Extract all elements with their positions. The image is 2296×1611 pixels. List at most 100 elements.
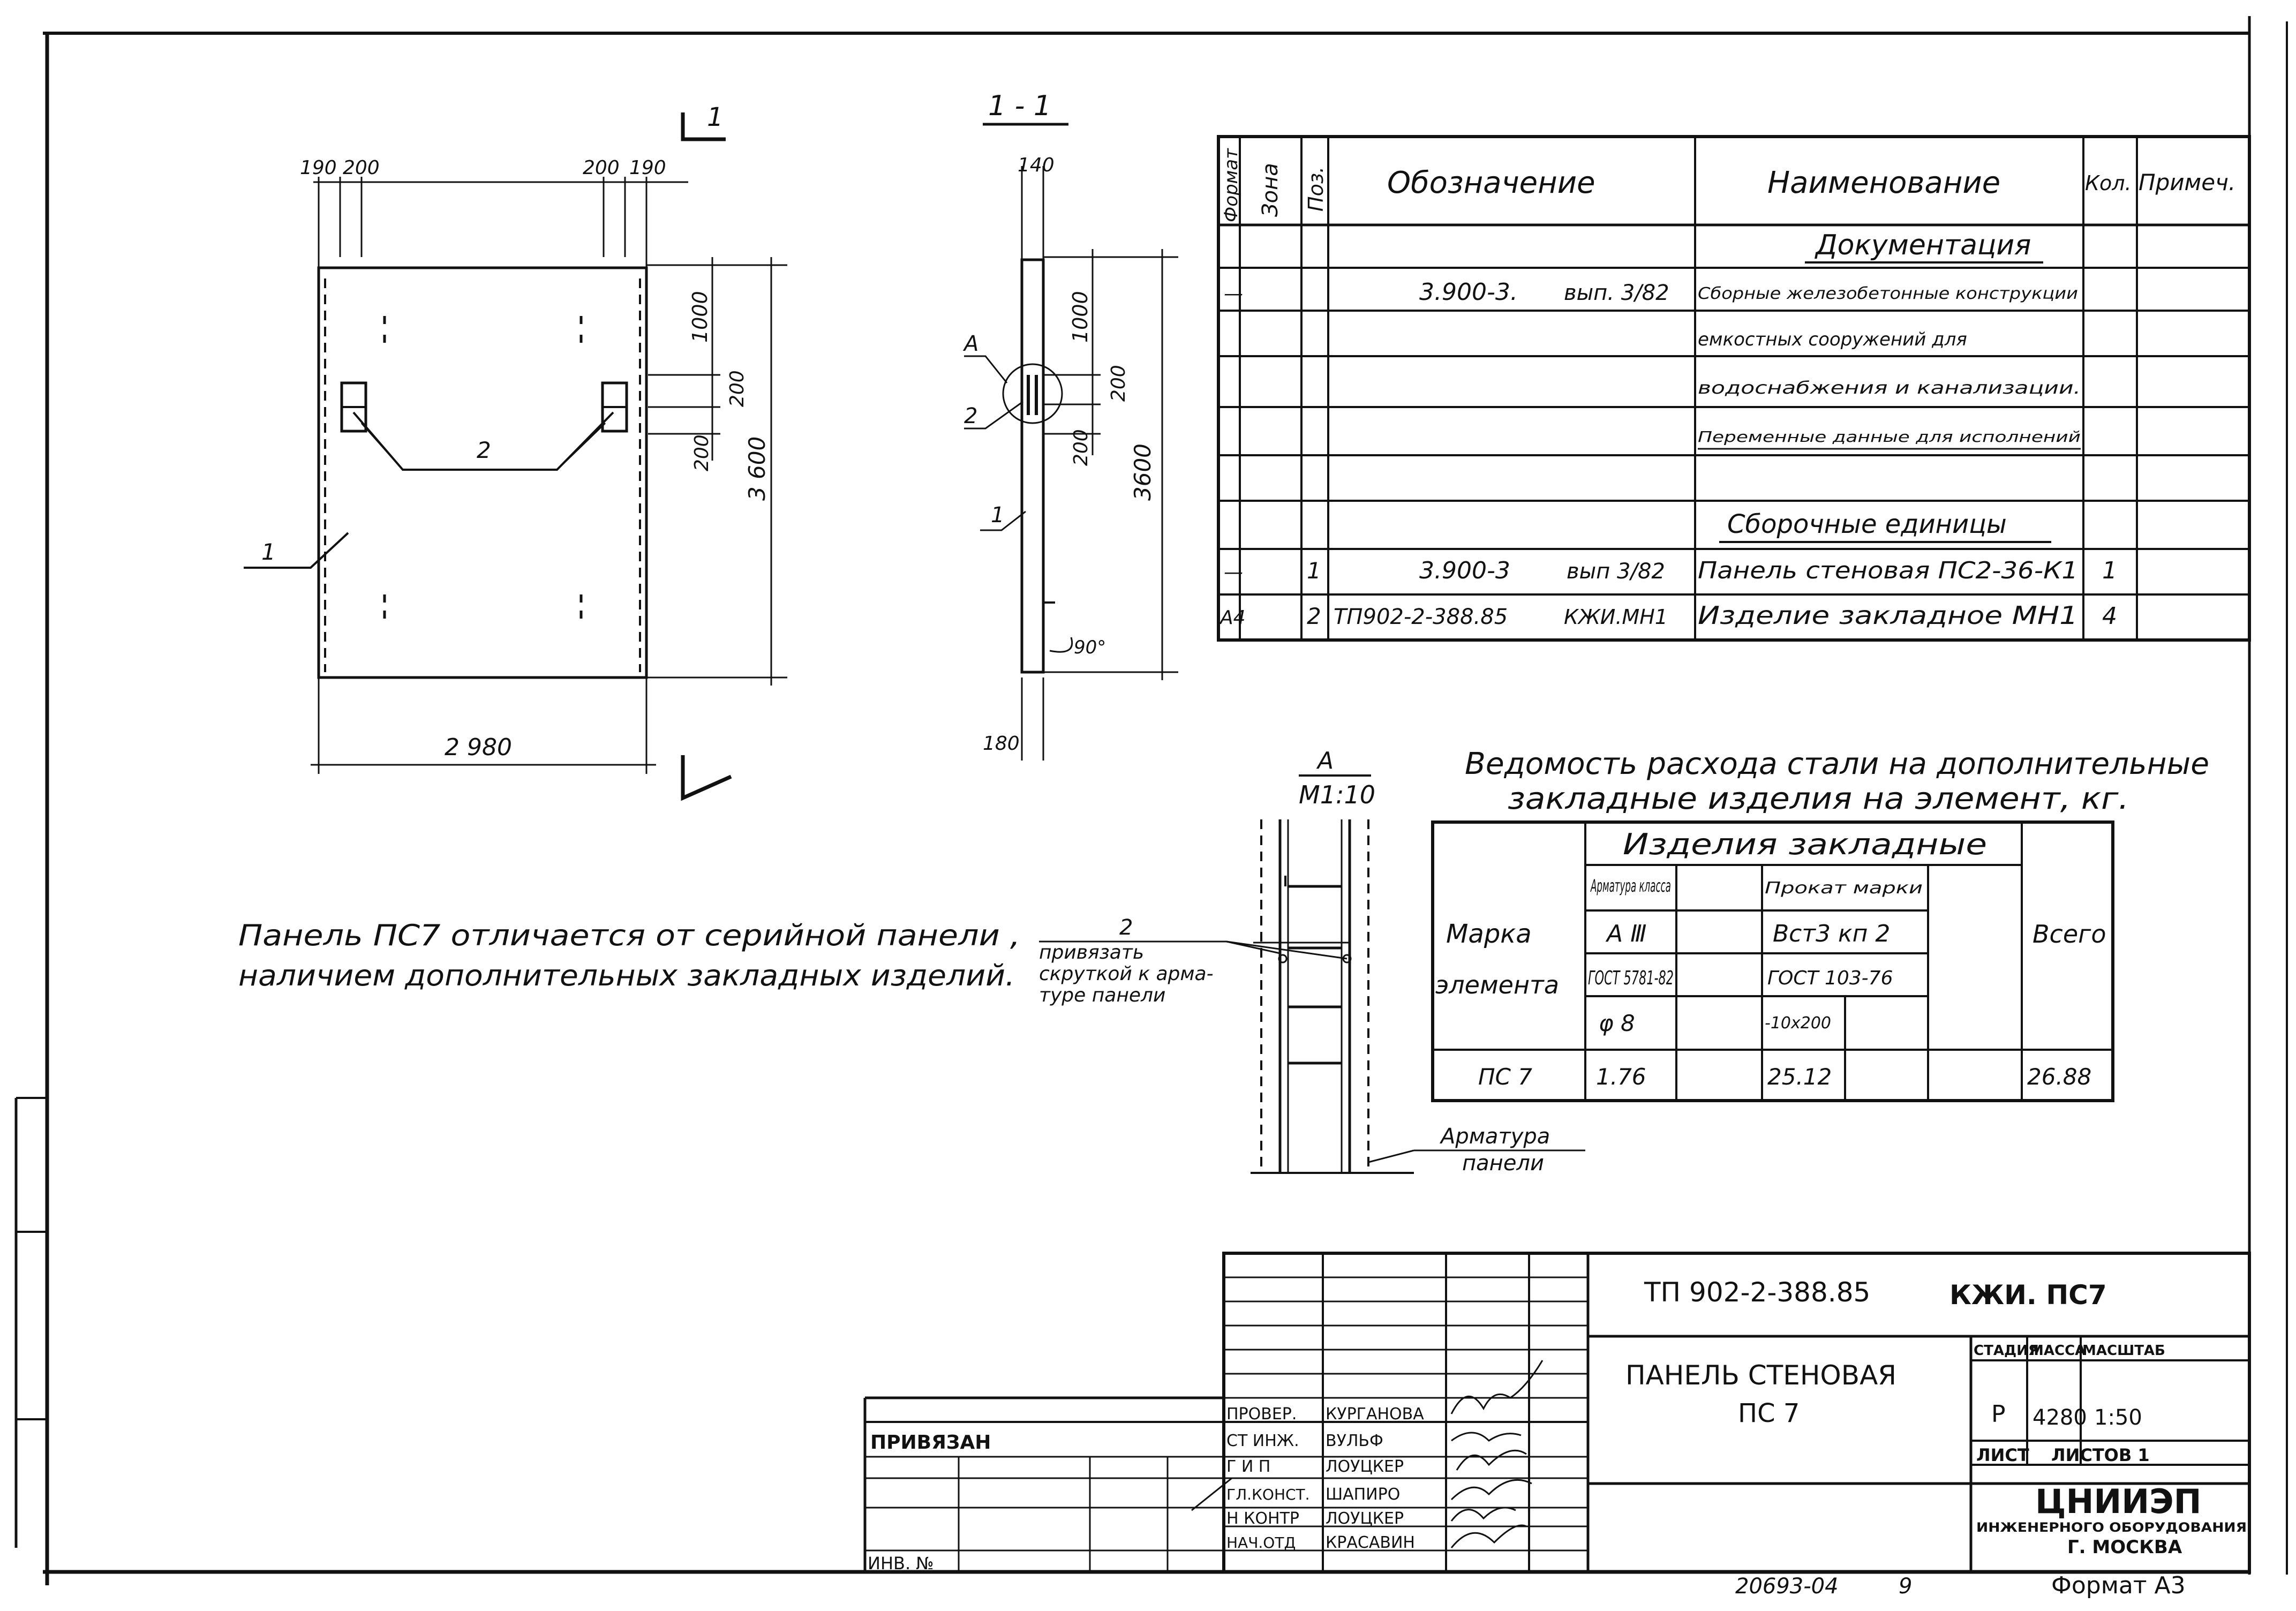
spec-doc1-fmt: —	[1224, 283, 1243, 305]
steel-group: Изделия закладные	[1623, 827, 1987, 861]
front-dim-200a: 200	[343, 157, 380, 179]
title-block: ПРИВЯЗАН ИНВ. № ПРОВЕР. СТ ИНЖ. Г И П ГЛ…	[863, 1252, 2251, 1599]
section-callout-a: А	[962, 332, 978, 356]
tb-org-1: ЦНИИЭП	[2035, 1482, 2202, 1521]
tb-sheets: ЛИСТОВ 1	[2051, 1445, 2150, 1465]
section-dim-140: 140	[1018, 154, 1055, 176]
tb-name-5: ЛОУЦКЕР	[1326, 1509, 1404, 1528]
front-dim-2980: 2 980	[445, 734, 512, 761]
section-dim-200b: 200	[1070, 429, 1092, 466]
front-dim-200v: 200	[726, 370, 748, 407]
tb-role-6: НАЧ.ОТД	[1226, 1534, 1296, 1552]
detail-a: А М1:10 2 привязать скруткой к арма- тур…	[1039, 747, 1585, 1176]
tb-code: ТП 902-2-388.85	[1644, 1277, 1870, 1308]
spec-u2-fmt: А4	[1219, 607, 1246, 629]
tb-mass: 4280	[2032, 1405, 2087, 1430]
tb-scale: 1:50	[2094, 1405, 2142, 1430]
front-dim-1000: 1000	[688, 291, 712, 343]
section-pos2: 2	[964, 404, 977, 428]
steel-gost1: ГОСТ 5781-82	[1588, 967, 1674, 989]
steel-rolled: Прокат марки	[1765, 879, 1923, 898]
detail-rebar-2: панели	[1462, 1151, 1544, 1176]
section-dim-180: 180	[983, 733, 1020, 755]
tb-role-3: Г И П	[1226, 1457, 1270, 1476]
spec-doc4-name: Переменные данные для исполнений	[1698, 428, 2081, 446]
spec-h-zone: Зона	[1258, 163, 1283, 217]
section-angle: 90°	[1074, 637, 1106, 658]
front-dim-190a: 190	[300, 157, 337, 179]
spec-u1-qty: 1	[2102, 557, 2117, 584]
tb-stage: Р	[1991, 1401, 2006, 1428]
tb-role-5: Н КОНТР	[1226, 1509, 1299, 1528]
section-view: 1 - 1 140 180 1000 200 200 3600 А 2 1 90…	[962, 90, 1178, 761]
tb-sheet: ЛИСТ	[1976, 1445, 2029, 1465]
spec-doc2-name: емкостных сооружений для	[1698, 329, 1967, 350]
front-dim-200b: 200	[583, 157, 620, 179]
section-dim-1000: 1000	[1068, 291, 1092, 343]
section-pos1: 1	[991, 503, 1004, 528]
spec-doc1-des2: вып. 3/82	[1564, 281, 1669, 305]
tb-bottom-num: 20693-04	[1735, 1574, 1839, 1599]
spec-h-note: Примеч.	[2139, 169, 2235, 195]
detail-rebar-1: Арматура	[1439, 1124, 1550, 1149]
spec-u1-pos: 1	[1307, 558, 1321, 584]
tb-name-3: ЛОУЦКЕР	[1326, 1457, 1404, 1476]
detail-note-1: привязать	[1039, 942, 1144, 963]
spec-doc3-name: водоснабжения и канализации.	[1698, 378, 2081, 398]
steel-row-v2: 25.12	[1767, 1064, 1832, 1090]
spec-u2-des2: КЖИ.МН1	[1564, 605, 1668, 629]
steel-rebar-class: Арматура класса	[1590, 876, 1671, 896]
tb-scale-h: МАСШТАБ	[2082, 1343, 2165, 1359]
spec-h-format: Формат	[1221, 148, 1242, 222]
spec-h-pos: Поз.	[1304, 167, 1328, 212]
tb-bottom-sheet: 9	[1899, 1574, 1912, 1599]
spec-h-designation: Обозначение	[1387, 165, 1595, 200]
detail-pos2: 2	[1119, 915, 1133, 940]
steel-row-v1: 1.76	[1596, 1064, 1646, 1090]
section-mark-top: 1	[707, 102, 724, 132]
tb-mass-h: МАССА	[2030, 1343, 2086, 1359]
spec-sec-units: Сборочные единицы	[1727, 509, 2007, 539]
tb-stage-h: СТАДИЯ	[1974, 1343, 2039, 1359]
spec-h-name: Наименование	[1767, 165, 2000, 200]
steel-a3: А Ⅲ	[1605, 920, 1646, 947]
spec-u2-des: ТП902-2-388.85	[1334, 605, 1508, 629]
spec-h-qty: Кол.	[2085, 171, 2132, 195]
detail-scale: М1:10	[1299, 780, 1375, 809]
steel-table: Ведомость расхода стали на дополнительны…	[1431, 747, 2209, 1102]
front-pos1: 1	[261, 539, 276, 565]
spec-doc1-des: 3.900-3.	[1419, 278, 1518, 306]
section-dim-3600: 3600	[1130, 443, 1156, 501]
tb-role-2: СТ ИНЖ.	[1226, 1432, 1299, 1450]
tb-name-6: КРАСАВИН	[1326, 1533, 1415, 1552]
front-pos2: 2	[477, 437, 491, 463]
tb-role-4: ГЛ.КОНСТ.	[1226, 1486, 1310, 1503]
note-line-1: Панель ПС7 отличается от серийной панели…	[238, 919, 1020, 952]
note-block: Панель ПС7 отличается от серийной панели…	[238, 919, 1020, 992]
section-title: 1 - 1	[988, 90, 1051, 122]
signatures	[1191, 1360, 1544, 1548]
spec-sec-docs: Документация	[1815, 229, 2031, 261]
spec-u2-qty: 4	[2102, 603, 2117, 630]
detail-title: А	[1316, 747, 1334, 774]
tb-org-2: ИНЖЕНЕРНОГО ОБОРУДОВАНИЯ	[1976, 1520, 2247, 1535]
tb-role-1: ПРОВЕР.	[1226, 1405, 1297, 1424]
tb-bound: ПРИВЯЗАН	[870, 1432, 991, 1454]
tb-name-2: ВУЛЬФ	[1326, 1432, 1383, 1450]
tb-name-4: ШАПИРО	[1326, 1485, 1400, 1504]
tb-inv: ИНВ. №	[868, 1553, 934, 1574]
tb-org-3: Г. МОСКВА	[2067, 1537, 2182, 1558]
section-dim-200a: 200	[1108, 365, 1130, 402]
tb-code2: КЖИ. ПС7	[1949, 1279, 2107, 1311]
spec-table: Формат Зона Поз. Обозначение Наименовани…	[1217, 135, 2251, 642]
steel-title-2: закладные изделия на элемент, кг.	[1508, 781, 2129, 816]
tb-name-1: КУРГАНОВА	[1326, 1405, 1424, 1424]
steel-phi: φ 8	[1599, 1010, 1635, 1036]
front-dim-190b: 190	[629, 157, 666, 179]
front-dim-3600: 3 600	[744, 436, 770, 501]
spec-doc1-name: Сборные железобетонные конструкции	[1698, 284, 2078, 303]
spec-u2-pos: 2	[1307, 603, 1321, 629]
front-dim-200v2: 200	[691, 434, 713, 471]
spec-u1-name: Панель стеновая ПС2-36-К1	[1698, 557, 2078, 584]
